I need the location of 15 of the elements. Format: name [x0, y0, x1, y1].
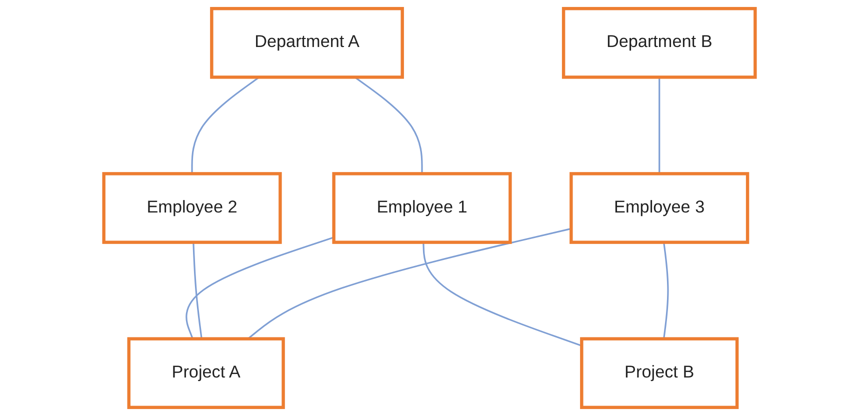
node-box: Employee 3 — [570, 172, 750, 244]
connector — [658, 77, 660, 174]
node-box: Employee 2 — [102, 172, 282, 244]
node-box: Department A — [210, 6, 404, 79]
connector — [354, 76, 423, 174]
node-box: Employee 1 — [332, 172, 512, 244]
connector — [192, 242, 202, 339]
connector — [422, 242, 582, 346]
node-box: Department B — [562, 6, 757, 79]
connector — [663, 242, 669, 339]
node-box: Project B — [580, 337, 739, 410]
node-box: Project A — [127, 337, 285, 410]
connector — [186, 236, 334, 340]
connector — [248, 228, 572, 340]
connector — [191, 76, 260, 174]
